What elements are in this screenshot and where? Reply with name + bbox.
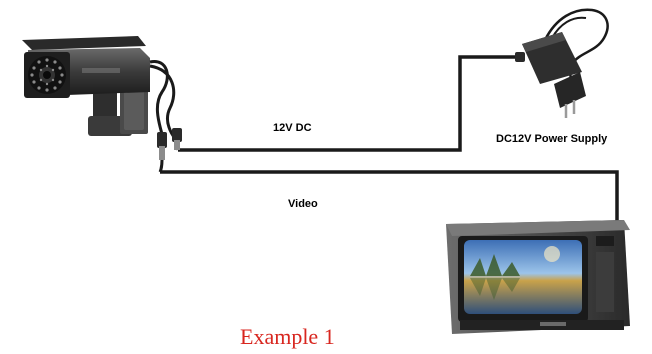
dc-cable xyxy=(178,55,519,152)
power-supply-label: DC12V Power Supply xyxy=(496,133,608,145)
video-cable-label: Video xyxy=(288,198,318,210)
cctv-camera-icon xyxy=(22,36,182,173)
example-caption: Example 1 xyxy=(240,324,335,349)
dc-cable-label: 12V DC xyxy=(273,122,312,134)
video-cable xyxy=(160,170,619,226)
power-adapter-icon xyxy=(515,8,609,118)
crt-monitor-icon xyxy=(446,220,630,334)
